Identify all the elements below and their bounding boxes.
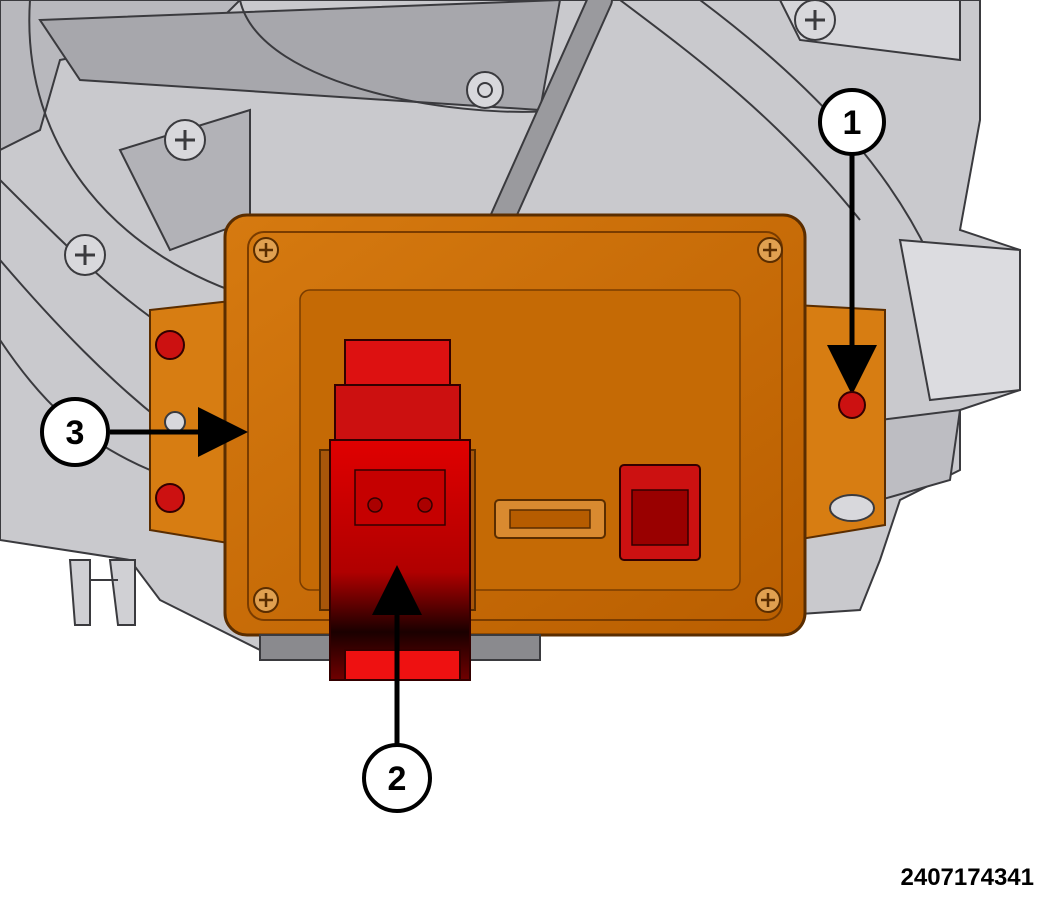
callout-1-circle — [818, 88, 886, 156]
figure-id: 2407174341 — [900, 864, 1034, 891]
electrical-connector — [319, 339, 476, 681]
callout-1: 1 — [818, 88, 886, 419]
module-mounting-screw — [838, 391, 866, 419]
callout-1-label: 1 — [843, 104, 862, 142]
callout-2-circle — [362, 743, 432, 813]
callout-2-label: 2 — [388, 760, 407, 798]
callout-3-label: 3 — [66, 414, 85, 452]
callout-2: 2 — [362, 565, 432, 813]
control-module-body — [223, 213, 807, 661]
module-mounting-bracket — [149, 298, 886, 547]
callout-3-circle — [40, 397, 110, 467]
callout-3: 3 — [40, 397, 248, 467]
